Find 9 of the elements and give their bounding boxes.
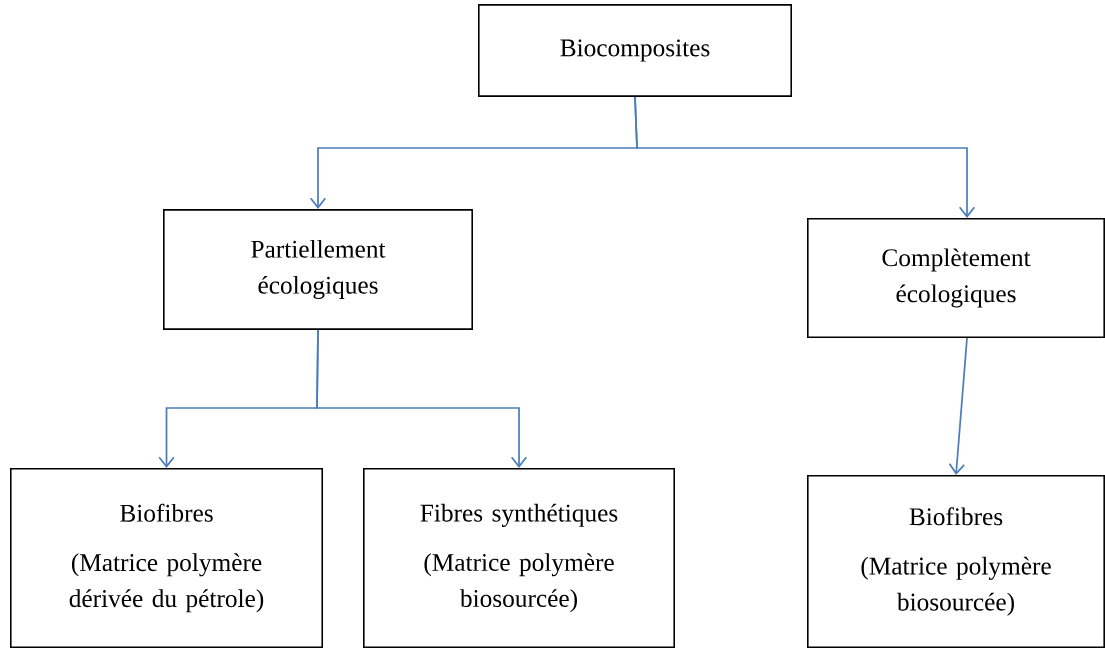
box: Biofibres (Matrice polymère dérivée du pétrole) [9, 468, 324, 648]
box: Fibres synthétiques (Matrice polymère biosourcée) [363, 468, 675, 648]
arrow [634, 96, 976, 218]
box: Complètement écologiques [807, 218, 1105, 338]
arrow [316, 329, 528, 468]
box: Partiellement écologiques [163, 209, 473, 330]
box: Biocomposites [478, 4, 792, 97]
box: Biofibres (Matrice polymère biosourcée) [807, 474, 1105, 648]
arrow [948, 337, 968, 475]
